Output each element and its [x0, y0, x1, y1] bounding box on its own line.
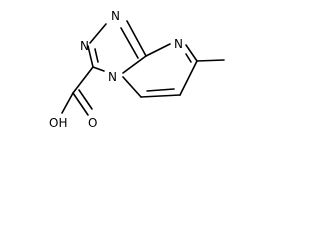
bond-n4-c3: [92, 66, 105, 72]
atom-label-n4: N: [108, 70, 117, 84]
bond-n8-c7-inner: [185, 53, 192, 63]
bond-c3-n1-inner: [94, 48, 99, 63]
bonds: [61, 20, 225, 116]
bond-n2-c8a-inner: [120, 27, 139, 59]
atom-label-n2: N: [111, 9, 120, 23]
bond-c8a-n8: [145, 43, 171, 57]
bond-c-o-inner: [78, 89, 93, 110]
bond-n1-n2: [89, 23, 107, 44]
bond-c7-c6: [179, 60, 198, 96]
bond-c6-c5: [140, 94, 181, 98]
bond-methyl: [196, 59, 225, 62]
atom-labels: N N N N OH O: [49, 9, 183, 130]
bond-c3-n1: [87, 45, 94, 68]
structure-canvas: N N N N OH O: [0, 0, 237, 139]
atom-label-n1: N: [80, 39, 89, 53]
molecule-structure: N N N N OH O: [49, 9, 225, 130]
bond-n8-c7: [185, 44, 198, 62]
bond-c6-c5-inner: [146, 88, 175, 92]
bond-c-o-outer: [72, 92, 89, 116]
bond-c-oh: [61, 92, 74, 114]
atom-label-o: O: [88, 116, 97, 130]
bond-c5-n4: [122, 76, 142, 98]
bond-c3-cooh: [72, 66, 94, 94]
atom-label-oh: OH: [49, 116, 67, 130]
atom-label-n3: N: [174, 37, 183, 51]
bond-c8a-n4: [122, 55, 147, 74]
bond-n2-c8a: [126, 20, 147, 57]
